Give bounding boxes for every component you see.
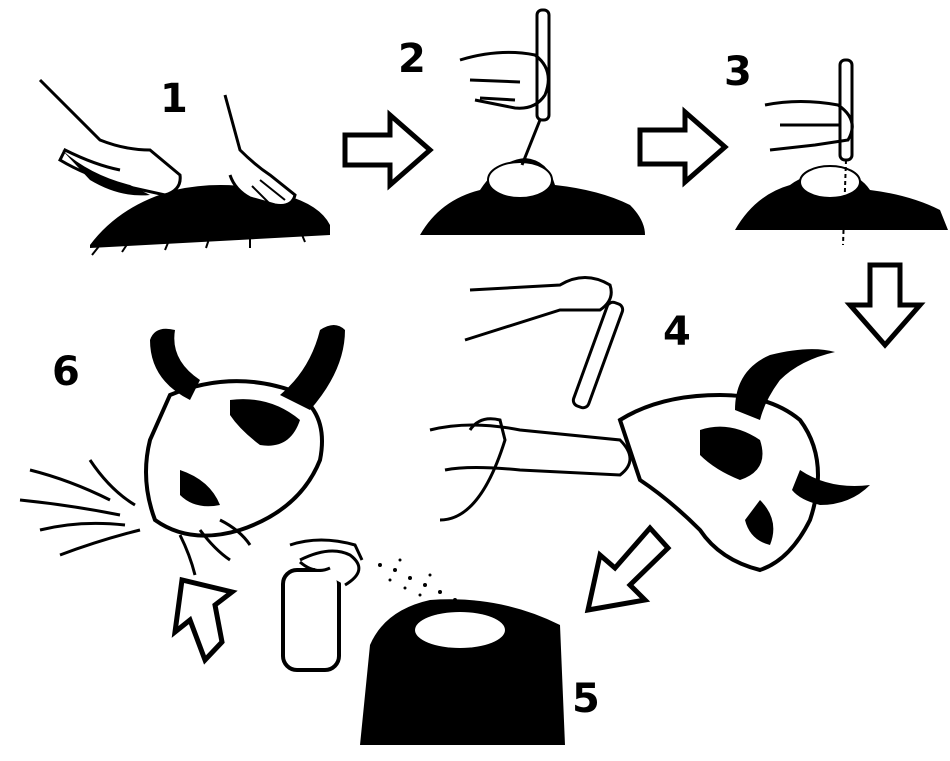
step-number-2: 2 <box>398 36 426 82</box>
step-number-6: 6 <box>52 349 80 395</box>
horn-right-6 <box>280 325 345 410</box>
sampling-knife-icon <box>522 10 549 165</box>
step-number-3: 3 <box>724 49 752 95</box>
hand-2 <box>460 52 548 108</box>
step-5-illustration <box>283 540 565 745</box>
bare-spot-5 <box>415 612 505 648</box>
arrow-right-icon <box>345 115 430 185</box>
step-3-illustration <box>735 60 948 245</box>
clipped-skin-patch-2 <box>488 162 552 198</box>
arrow-down-left-icon <box>588 528 668 610</box>
step-number-1: 1 <box>160 76 188 122</box>
arrow-down-icon <box>850 265 920 345</box>
step-number-4: 4 <box>663 309 691 355</box>
spray-can-icon <box>283 551 359 670</box>
arrow-right-icon <box>640 112 725 182</box>
applicator-tool-4 <box>572 301 625 410</box>
step-number-5: 5 <box>572 676 600 722</box>
step-2-illustration <box>420 10 645 235</box>
clipped-skin-patch-3 <box>800 166 860 198</box>
tool-hand-4 <box>465 278 611 341</box>
horn-left-6 <box>150 329 200 400</box>
arrow-up-left-icon <box>175 580 232 660</box>
holding-arm-4 <box>430 425 630 475</box>
